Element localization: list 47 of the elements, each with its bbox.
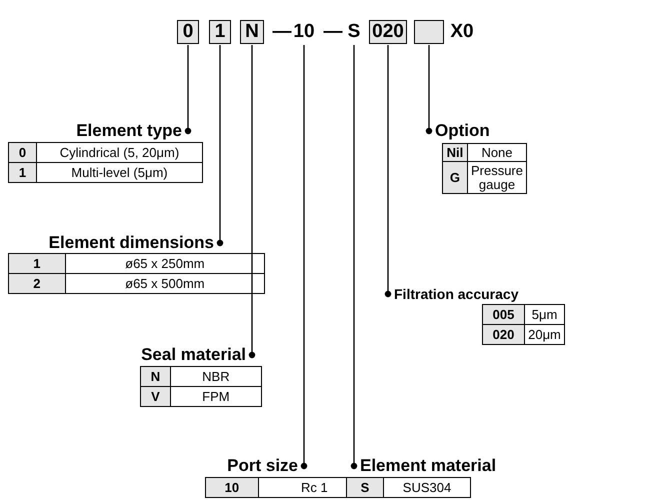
table-cell: None xyxy=(467,144,526,162)
table-cell: 0 xyxy=(8,142,36,162)
table-cell: N xyxy=(140,366,170,386)
table-cell: SUS304 xyxy=(384,478,470,498)
table-cell: Pressure gauge xyxy=(467,162,526,194)
code-box: 020 xyxy=(369,20,407,44)
table-cell: ø65 x 250mm xyxy=(65,254,264,274)
table-cell: 2 xyxy=(8,274,66,294)
leader-line xyxy=(384,45,392,298)
code-box: N xyxy=(240,20,264,44)
table-cell: 1 xyxy=(8,254,66,274)
table-heading: Option xyxy=(435,120,491,142)
table-cell: G xyxy=(442,162,468,194)
table-cell: Cylindrical (5, 20μm) xyxy=(36,142,202,162)
table-cell: 5μm xyxy=(524,304,564,324)
leader-line xyxy=(248,45,256,358)
leader-line xyxy=(426,45,432,134)
table-heading: Filtration accuracy xyxy=(394,285,520,304)
table-cell: 020 xyxy=(482,324,524,344)
code-text: 10 xyxy=(290,20,318,44)
dash-separator: — xyxy=(272,20,292,44)
table-heading: Element material xyxy=(360,455,498,477)
table-cell: 1 xyxy=(8,162,36,182)
table-heading: Element dimensions xyxy=(48,232,214,254)
code-box: 0 xyxy=(177,20,199,44)
table-cell: Nil xyxy=(442,144,468,162)
table-cell: 20μm xyxy=(524,324,564,344)
table-cell: S xyxy=(346,478,384,498)
table-cell: NBR xyxy=(170,366,262,386)
leader-line xyxy=(350,45,358,470)
code-box: 1 xyxy=(209,20,231,44)
table-heading: Element type xyxy=(75,120,182,142)
code-text: S xyxy=(345,20,363,44)
table-cell: ø65 x 500mm xyxy=(65,274,264,294)
table-cell: V xyxy=(140,386,170,406)
table-cell: 005 xyxy=(482,304,524,324)
leader-line xyxy=(216,45,224,246)
empty-code-box xyxy=(414,20,444,44)
table-heading: Seal material xyxy=(140,344,246,366)
table-cell: Multi-level (5μm) xyxy=(36,162,202,182)
dash-separator: — xyxy=(322,20,344,44)
table-cell: FPM xyxy=(170,386,262,406)
table-heading: Port size xyxy=(226,455,298,477)
code-text: X0 xyxy=(450,20,474,44)
table-cell: 10 xyxy=(206,478,258,498)
leader-line xyxy=(184,45,192,134)
leader-line xyxy=(300,45,308,470)
